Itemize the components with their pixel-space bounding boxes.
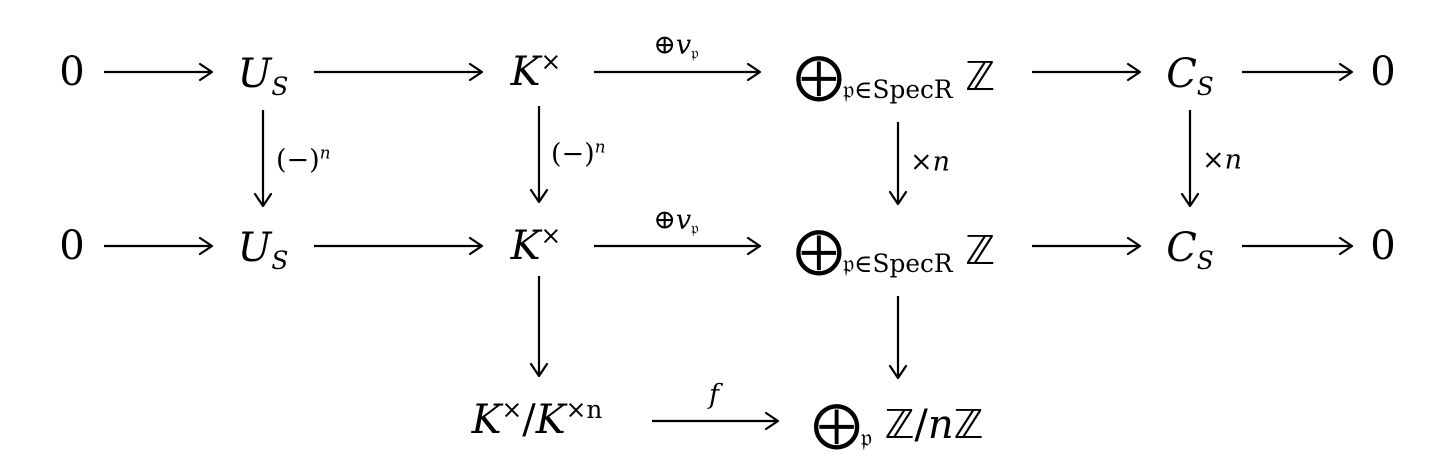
times-n: n xyxy=(1224,144,1243,176)
Kx-base: K xyxy=(510,223,541,269)
CS-subscript: S xyxy=(1196,245,1214,275)
arrow-Kx-to-sum-top xyxy=(594,62,762,82)
zero-text: 0 xyxy=(59,223,85,269)
label-f: f xyxy=(709,382,719,409)
arrow-times-sum xyxy=(888,122,908,206)
label-power-US: (−)n xyxy=(276,144,330,176)
valuation-v: v xyxy=(675,29,692,61)
zero-text: 0 xyxy=(1370,49,1396,95)
zero-text: 0 xyxy=(59,49,85,95)
US-subscript: S xyxy=(271,71,289,101)
arrow-power-US xyxy=(253,110,273,208)
label-times-CS: ×n xyxy=(1202,147,1242,174)
quotient-sup2: ×n xyxy=(565,394,603,424)
oplus-symbol: ⊕ xyxy=(653,204,676,236)
node-sum-mod: ⨁𝔭 ℤ/nℤ xyxy=(813,398,984,450)
times-symbol: × xyxy=(910,146,933,178)
node-Kx-top: K× xyxy=(510,49,562,95)
node-zero-middle-right: 0 xyxy=(1370,226,1395,266)
node-CS-middle: CS xyxy=(1166,225,1214,273)
arrow-US-to-Kx-middle xyxy=(314,236,484,256)
valuation-subscript: 𝔭 xyxy=(691,217,699,238)
quotient-K1: K xyxy=(471,397,502,443)
quotient-sup1: × xyxy=(501,394,523,424)
node-quotient: K×/K×n xyxy=(471,397,603,443)
arrow-power-Kx xyxy=(529,106,549,204)
arrow-sum-to-CS-top xyxy=(1032,62,1142,82)
US-base: U xyxy=(237,51,272,97)
arrow-Kx-to-sum-middle xyxy=(594,236,762,256)
times-symbol: × xyxy=(1202,144,1225,176)
CS-subscript: S xyxy=(1196,71,1214,101)
arrow-times-CS xyxy=(1180,110,1200,208)
arrow-sum-to-CS-middle xyxy=(1032,236,1142,256)
US-base: U xyxy=(237,225,272,271)
Kx-base: K xyxy=(510,49,541,95)
arrow-sum-to-sum-mod xyxy=(888,296,908,380)
arrow-zero-to-US-top xyxy=(104,62,214,82)
power-text: (−) xyxy=(276,144,320,176)
sum-mod-index: 𝔭 xyxy=(860,422,872,452)
arrow-zero-to-US-middle xyxy=(104,236,214,256)
sum-mod-text2: ℤ xyxy=(953,402,984,448)
sum-index: 𝔭∈SpecR xyxy=(842,74,953,104)
valuation-subscript: 𝔭 xyxy=(691,42,699,63)
quotient-K2: K xyxy=(535,397,566,443)
node-CS-top: CS xyxy=(1166,51,1214,99)
ring-Z: ℤ xyxy=(965,228,996,274)
node-sum-middle: ⨁𝔭∈SpecR ℤ xyxy=(795,224,996,276)
zero-text: 0 xyxy=(1370,223,1396,269)
sum-mod-n: n xyxy=(927,402,954,448)
node-US-middle: US xyxy=(237,225,289,273)
sum-index: 𝔭∈SpecR xyxy=(842,248,953,278)
Kx-superscript: × xyxy=(540,46,562,76)
oplus-symbol: ⊕ xyxy=(653,29,676,61)
label-power-Kx: (−)n xyxy=(551,138,605,170)
US-subscript: S xyxy=(271,245,289,275)
sum-mod-text1: ℤ/ xyxy=(884,402,928,448)
direct-sum-symbol: ⨁ xyxy=(794,47,843,104)
node-zero-middle-left: 0 xyxy=(59,226,84,266)
arrow-Kx-to-quotient xyxy=(529,276,549,378)
arrow-CS-to-zero-middle xyxy=(1242,236,1354,256)
Kx-superscript: × xyxy=(540,220,562,250)
label-times-sum: ×n xyxy=(910,149,950,176)
node-US-top: US xyxy=(237,51,289,99)
node-zero-top-right: 0 xyxy=(1370,52,1395,92)
arrow-US-to-Kx-top xyxy=(314,62,484,82)
CS-base: C xyxy=(1166,225,1197,271)
times-n: n xyxy=(932,146,951,178)
f-symbol: f xyxy=(709,379,719,411)
arrow-f xyxy=(652,411,780,431)
arrow-CS-to-zero-top xyxy=(1242,62,1354,82)
power-exponent: n xyxy=(594,136,606,157)
power-exponent: n xyxy=(319,142,331,163)
CS-base: C xyxy=(1166,51,1197,97)
label-valuation-top: ⊕v𝔭 xyxy=(653,29,698,62)
ring-Z: ℤ xyxy=(965,54,996,100)
node-zero-top-left: 0 xyxy=(59,52,84,92)
direct-sum-symbol: ⨁ xyxy=(794,221,843,278)
direct-sum-symbol: ⨁ xyxy=(812,395,861,452)
valuation-v: v xyxy=(675,204,692,236)
node-Kx-middle: K× xyxy=(510,223,562,269)
quotient-slash: / xyxy=(522,397,536,443)
label-valuation-middle: ⊕v𝔭 xyxy=(653,204,698,237)
node-sum-top: ⨁𝔭∈SpecR ℤ xyxy=(795,50,996,102)
power-text: (−) xyxy=(551,138,595,170)
